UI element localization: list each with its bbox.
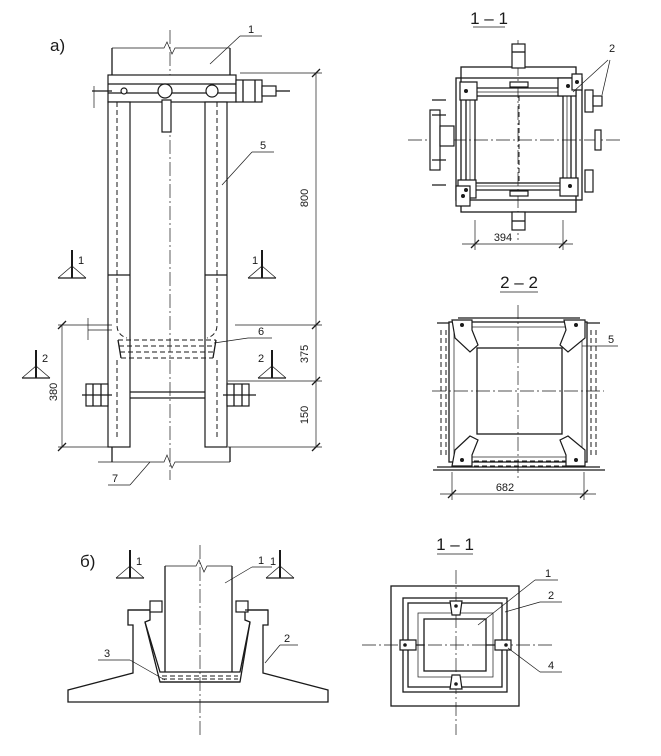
section-2-2-title: 2 – 2 <box>500 273 538 292</box>
dim-380: 380 <box>48 383 60 401</box>
lower-bolt-connection <box>82 383 256 407</box>
svg-text:1: 1 <box>270 556 276 568</box>
dim-800: 800 <box>299 189 311 207</box>
svg-text:4: 4 <box>548 660 554 672</box>
callout-3-view-b: 3 <box>98 648 166 681</box>
cut-mark-1-left: 1 <box>57 250 87 279</box>
svg-text:3: 3 <box>104 648 110 660</box>
svg-text:7: 7 <box>112 473 118 485</box>
svg-text:2: 2 <box>609 43 615 55</box>
dim-150: 150 <box>299 406 311 424</box>
svg-text:1: 1 <box>258 555 264 567</box>
svg-text:2: 2 <box>284 633 290 645</box>
cut-mark-b-right: 1 <box>265 550 295 579</box>
callout-1-elevation: 1 <box>209 24 262 65</box>
callout-6-elevation: 6 <box>213 326 272 344</box>
svg-text:5: 5 <box>260 140 266 152</box>
clamp-bolt <box>235 79 263 103</box>
dim-682: 682 <box>496 482 514 494</box>
hanging-stud <box>161 99 172 133</box>
callout-4-bottom-section: 4 <box>507 647 562 673</box>
callout-2-view-b: 2 <box>264 633 298 664</box>
callout-5-section-2-2: 5 <box>582 334 618 347</box>
callout-2-bottom-section: 2 <box>504 590 562 613</box>
callout-1-bottom-section: 1 <box>477 568 558 626</box>
dim-375: 375 <box>299 345 311 363</box>
svg-text:1: 1 <box>252 255 258 267</box>
svg-text:2: 2 <box>42 353 48 365</box>
view-a-elevation: а) <box>21 24 322 486</box>
section-1-1-top: 1 – 1 <box>408 9 620 250</box>
svg-text:2: 2 <box>258 353 264 365</box>
view-a-label: а) <box>50 36 65 55</box>
callout-1-view-b: 1 <box>224 555 272 584</box>
dim-394: 394 <box>494 232 512 244</box>
column-break-b <box>165 559 232 573</box>
callout-2-section-1-1: 2 <box>572 43 615 96</box>
svg-text:6: 6 <box>258 326 264 338</box>
cut-mark-2-left: 2 <box>21 350 51 379</box>
svg-text:1: 1 <box>136 556 142 568</box>
footing-plan-outer <box>390 585 520 707</box>
svg-text:1: 1 <box>248 24 254 36</box>
cut-mark-1-right: 1 <box>247 250 277 279</box>
collar-pin <box>157 83 173 99</box>
section-1-1-bottom-title: 1 – 1 <box>436 535 474 554</box>
column-break-line <box>112 41 230 55</box>
section-1-1-bottom: 1 – 1 1 2 <box>362 535 562 735</box>
view-b-section: б) 1 1 <box>67 545 329 735</box>
cut-mark-b-left: 1 <box>115 550 145 579</box>
section-1-1-top-title: 1 – 1 <box>470 9 508 28</box>
elevation-dimensions-left: 380 <box>48 318 112 452</box>
callout-7-elevation: 7 <box>108 461 151 486</box>
svg-text:5: 5 <box>608 334 614 346</box>
svg-text:1: 1 <box>78 255 84 267</box>
footing-base <box>67 609 329 703</box>
elevation-dimensions-right: 800 375 150 <box>228 68 322 452</box>
section-2-2: 2 – 2 682 <box>432 273 618 500</box>
outer-frame-2 <box>448 321 588 463</box>
cut-mark-2-right: 2 <box>257 350 287 379</box>
svg-text:1: 1 <box>545 568 551 580</box>
svg-text:2: 2 <box>548 590 554 602</box>
callout-5-elevation: 5 <box>221 140 274 186</box>
grout-wedge-zone <box>117 339 217 359</box>
column-cross-section-2 <box>476 347 563 435</box>
view-b-label: б) <box>80 552 95 571</box>
